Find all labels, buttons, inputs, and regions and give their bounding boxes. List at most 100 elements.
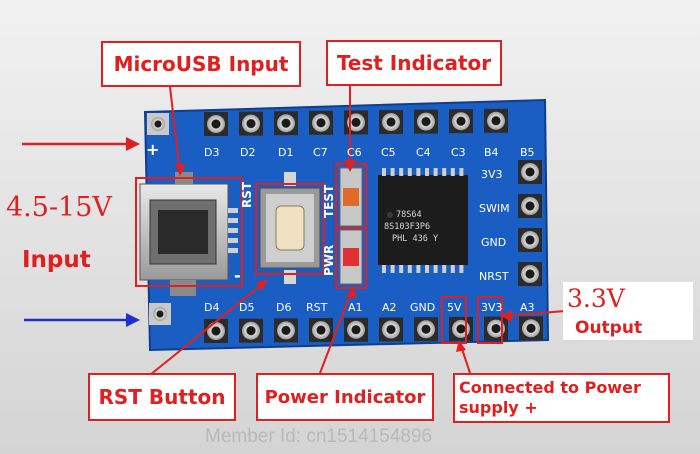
bottom-pin-label-3: D6 <box>276 301 292 314</box>
output-label: Output <box>575 318 643 338</box>
mounting-hole-bl <box>149 303 171 325</box>
right-pin-2 <box>521 197 539 215</box>
bottom-pin-6 <box>382 320 400 339</box>
callout-microusb-input: MicroUSB Input <box>101 41 301 87</box>
top-pin-4 <box>312 113 330 132</box>
bottom-pin-8 <box>452 319 470 338</box>
mcu-chip <box>378 168 468 273</box>
bottom-pin-3 <box>277 321 295 340</box>
chip-leg <box>407 265 412 273</box>
rst-silkscreen: RST <box>240 181 254 208</box>
callout-power-indicator: Power Indicator <box>256 373 434 421</box>
bottom-pin-label-5: A1 <box>348 301 363 314</box>
bottom-pin-label-4: RST <box>306 301 328 314</box>
bottom-header-pins <box>204 316 543 343</box>
top-pin-2 <box>242 114 260 133</box>
right-pin-label-1: 3V3 <box>481 168 503 181</box>
bottom-pin-5 <box>347 320 365 339</box>
top-pin-label-10: B5 <box>520 146 535 159</box>
right-header-pins <box>518 160 542 286</box>
callout-rst-button: RST Button <box>88 373 236 421</box>
bottom-pin-label-7: GND <box>410 301 436 314</box>
bottom-pin-10 <box>522 319 540 338</box>
chip-leg <box>390 265 395 273</box>
chip-marking-2: 8S103F3P6 <box>384 222 431 232</box>
test-silkscreen: TEST <box>322 184 336 218</box>
bottom-pin-4 <box>312 321 330 340</box>
chip-leg <box>399 265 404 273</box>
chip-leg <box>442 168 447 176</box>
chip-marking-1: 78S64 <box>396 210 422 220</box>
highlight-boxes <box>135 163 503 344</box>
chip-leg <box>382 168 386 176</box>
bottom-pin-label-9: 3V3 <box>481 301 503 314</box>
right-pin-3 <box>521 231 539 249</box>
top-pin-8 <box>452 112 470 131</box>
callout-test-indicator: Test Indicator <box>326 40 502 86</box>
top-pin-5 <box>347 113 365 132</box>
bottom-pin-label-6: A2 <box>382 301 397 314</box>
chip-leg <box>416 265 421 273</box>
watermark: Member Id: cn1514154896 <box>205 426 433 447</box>
output-box: 3.3V Output <box>563 282 693 340</box>
top-pin-label-1: D3 <box>204 146 220 159</box>
top-pin-label-9: B4 <box>484 146 499 159</box>
chip-leg <box>425 265 429 273</box>
bottom-pin-1 <box>207 322 225 340</box>
chip-leg <box>433 168 438 176</box>
callout-connected-power: Connected to Power supply + <box>453 373 670 423</box>
top-pin-label-4: C7 <box>313 146 328 159</box>
top-pin-6 <box>382 113 400 131</box>
rst-push-button <box>259 172 321 284</box>
minus-silkscreen: - <box>234 266 241 285</box>
chip-leg <box>425 168 429 176</box>
chip-leg <box>433 265 438 273</box>
right-pin-1 <box>521 163 539 181</box>
bottom-pin-label-2: D5 <box>239 301 255 314</box>
right-pin-4 <box>521 265 539 283</box>
top-header-pins <box>204 108 508 136</box>
pwr-silkscreen: PWR <box>322 244 336 276</box>
power-led <box>339 229 363 285</box>
chip-leg <box>450 168 455 176</box>
input-plus-arrow <box>22 137 140 151</box>
chip-leg <box>390 168 395 176</box>
test-led <box>339 167 363 227</box>
bottom-pin-7 <box>417 320 435 339</box>
output-voltage-label: 3.3V <box>567 284 625 313</box>
top-pin-label-5: C6 <box>347 146 362 159</box>
top-pin-9 <box>487 111 505 130</box>
chip-leg <box>459 168 464 176</box>
chip-leg <box>382 265 386 273</box>
chip-leg <box>407 168 412 176</box>
input-label: Input <box>22 247 91 273</box>
right-pin-label-2: SWIM <box>479 202 510 215</box>
bottom-pin-2 <box>242 321 260 340</box>
top-pin-3 <box>277 114 295 133</box>
right-pin-label-3: GND <box>481 236 507 249</box>
top-pin-label-7: C4 <box>416 146 431 159</box>
micro-usb-connector <box>139 172 238 296</box>
input-voltage-label: 4.5-15V <box>6 192 112 223</box>
right-pin-label-4: NRST <box>479 270 509 283</box>
top-pin-label-8: C3 <box>451 146 466 159</box>
top-pin-7 <box>417 112 435 131</box>
top-pin-label-3: D1 <box>278 146 294 159</box>
chip-leg <box>399 168 404 176</box>
mounting-hole-tl <box>147 113 169 135</box>
bottom-pin-label-1: D4 <box>204 301 220 314</box>
top-pin-label-2: D2 <box>240 146 256 159</box>
chip-leg <box>459 265 464 273</box>
bottom-pin-label-8: 5V <box>447 301 462 314</box>
top-pin-label-6: C5 <box>381 146 396 159</box>
chip-marking-3: PHL 436 Y <box>392 234 439 244</box>
plus-silkscreen: + <box>146 140 160 159</box>
bottom-pin-9 <box>487 319 505 338</box>
chip-leg <box>416 168 421 176</box>
bottom-pin-label-10: A3 <box>520 301 535 314</box>
chip-leg <box>442 265 447 273</box>
top-pin-1 <box>207 115 225 133</box>
input-minus-arrow <box>24 313 140 327</box>
chip-leg <box>450 265 455 273</box>
callout-lines <box>149 86 566 376</box>
